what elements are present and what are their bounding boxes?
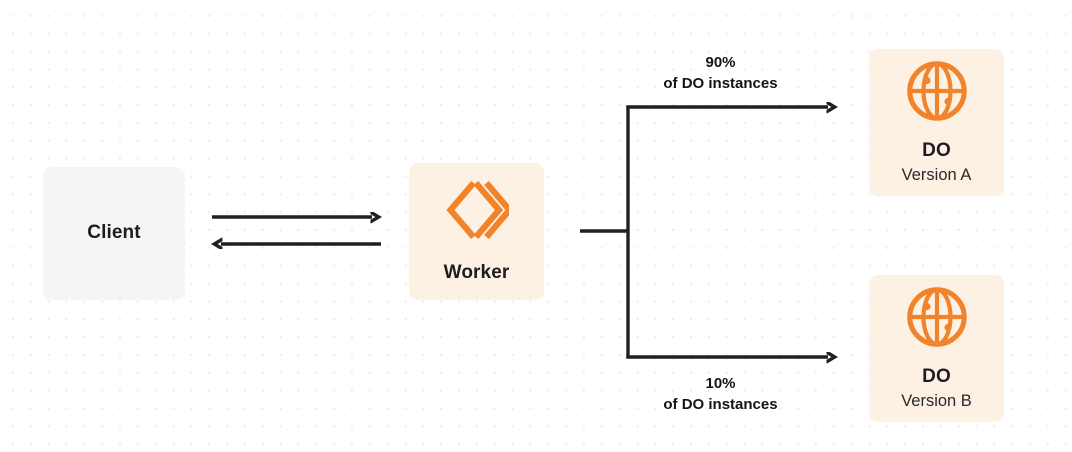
node-worker-label: Worker [443,261,510,283]
edge-label-do-b-description: of DO instances [663,396,778,414]
node-worker[interactable]: Worker [409,163,544,300]
edge-label-do-a-percent: 90% [705,54,736,71]
edge-label-do-a: 90% of DO instances [628,52,813,95]
node-client-label: Client [87,222,141,244]
edge-label-do-b: 10% of DO instances [628,373,813,416]
node-do-version-b-sublabel: Version B [901,391,972,410]
edge-label-do-a-description: of DO instances [663,75,778,93]
node-client[interactable]: Client [43,167,185,300]
node-do-version-b[interactable]: DO Version B [869,275,1004,422]
node-do-version-a[interactable]: DO Version A [869,49,1004,196]
node-do-version-a-sublabel: Version A [901,165,972,184]
node-do-version-a-label: DO [922,139,951,161]
cloudflare-workers-icon [445,179,514,246]
globe-icon [906,60,968,127]
node-do-version-b-label: DO [922,365,951,387]
globe-icon [906,286,968,353]
edge-label-do-b-percent: 10% [705,375,736,392]
